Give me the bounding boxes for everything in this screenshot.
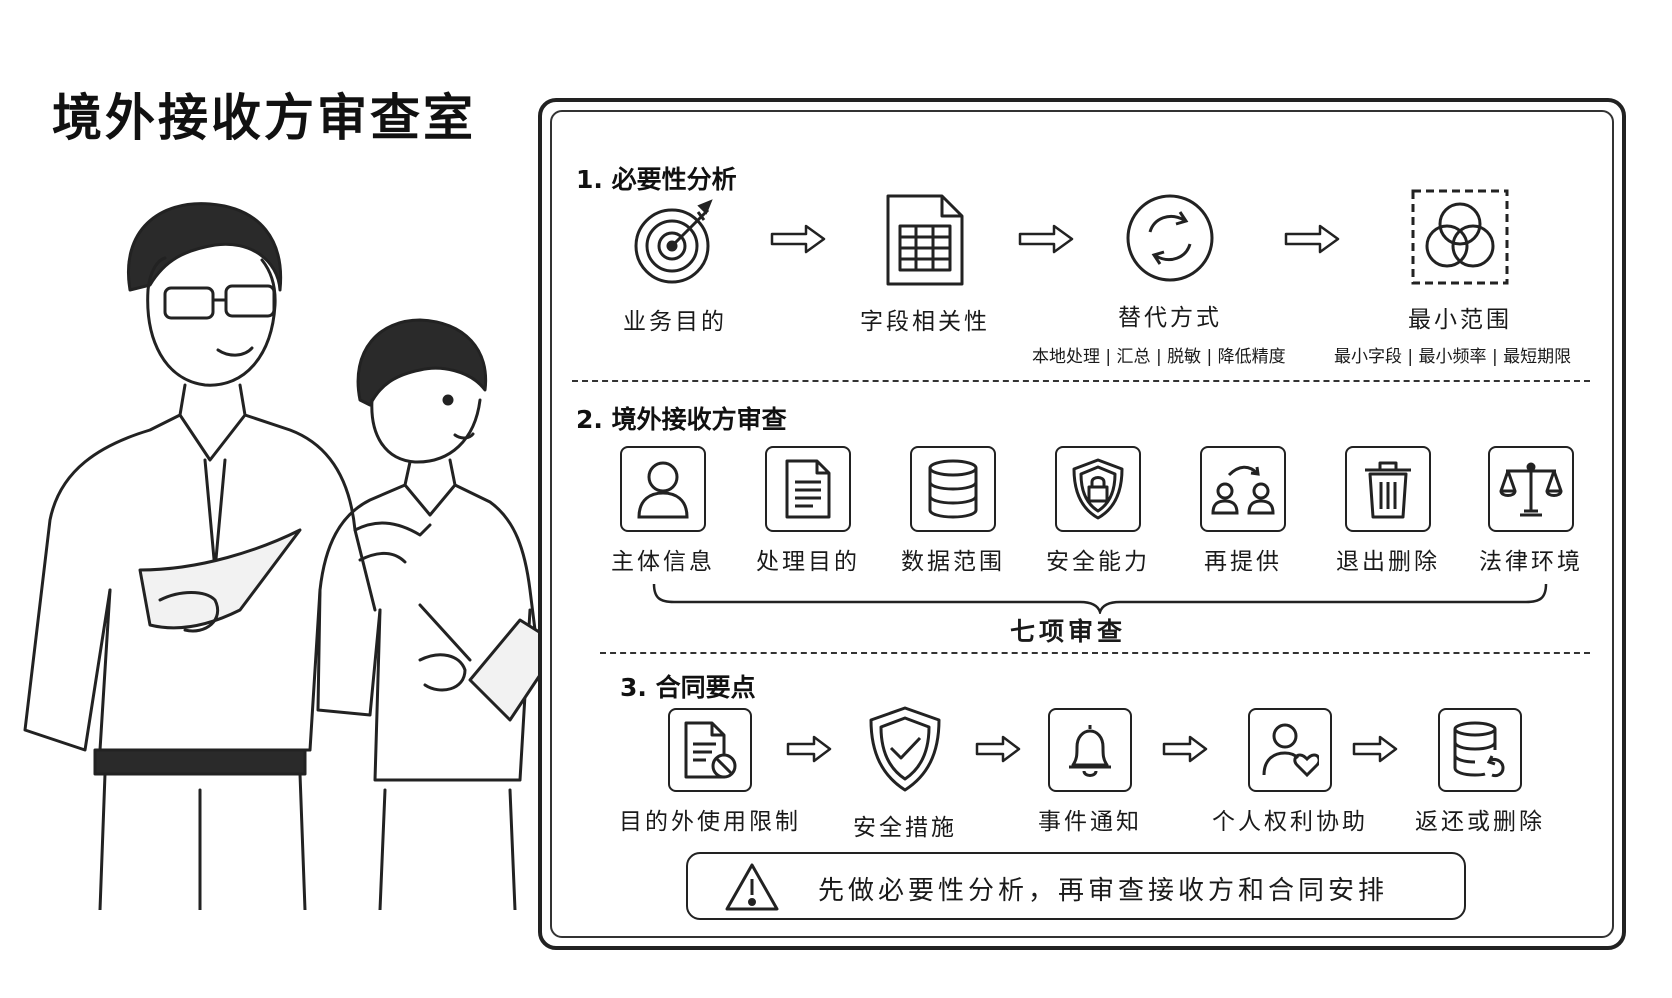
step-label: 目的外使用限制 [619, 809, 801, 835]
contract-item-tile [668, 708, 752, 792]
contract-return-or-delete: 返还或删除 [1405, 708, 1555, 836]
step-label: 退出删除 [1336, 549, 1440, 575]
review-item-tile [1345, 446, 1431, 532]
shield-check-icon [869, 706, 941, 792]
step-label: 主体信息 [611, 549, 715, 575]
cycle-icon [1126, 194, 1214, 282]
review-item-tile [620, 446, 706, 532]
adult-reviewer-figure [23, 202, 432, 910]
database-return-icon [1453, 721, 1505, 778]
review-item-tile [1200, 446, 1286, 532]
warning-icon [725, 863, 779, 911]
contract-incident-notification: 事件通知 [1025, 708, 1155, 836]
step-label: 替代方式 [1118, 305, 1222, 331]
flow-arrow [975, 735, 1021, 763]
step-label: 处理目的 [756, 549, 860, 575]
contract-purpose-restriction: 目的外使用限制 [615, 708, 805, 836]
review-item-tile [1488, 446, 1574, 532]
step-label: 返还或删除 [1415, 809, 1545, 835]
step-label: 再提供 [1204, 549, 1282, 575]
review-item-entity-info: 主体信息 [598, 446, 728, 576]
minimum-scope-note: 最小字段 | 最小频率 | 最短期限 [1334, 347, 1572, 367]
review-item-tile [765, 446, 851, 532]
contract-item-tile [1438, 708, 1522, 792]
shield-lock-icon [1072, 458, 1124, 520]
review-item-exit-deletion: 退出删除 [1323, 446, 1453, 576]
key-guidance-banner: 先做必要性分析，再审查接收方和合同安排 [686, 852, 1466, 920]
person-icon [637, 461, 689, 519]
flow-arrow [1284, 224, 1340, 254]
step-field-relevance: 字段相关性 [850, 192, 1000, 336]
database-icon [928, 459, 978, 519]
step-business-purpose: 业务目的 [605, 198, 745, 336]
step-label: 业务目的 [623, 309, 727, 335]
flow-arrow [1018, 224, 1074, 254]
document-icon [785, 459, 831, 519]
trash-icon [1365, 461, 1411, 519]
bell-icon [1069, 725, 1111, 777]
contract-item-tile [1248, 708, 1332, 792]
step-label: 法律环境 [1479, 549, 1583, 575]
contract-item-tile [1048, 708, 1132, 792]
step-label: 个人权利协助 [1212, 809, 1368, 835]
review-item-onward-transfer: 再提供 [1178, 446, 1308, 576]
review-item-tile [910, 446, 996, 532]
review-board-inner-frame [550, 110, 1614, 938]
seven-items-brace [652, 583, 1548, 614]
review-item-legal-environment: 法律环境 [1466, 446, 1596, 576]
spreadsheet-icon [886, 194, 964, 286]
review-item-data-scope: 数据范围 [888, 446, 1018, 576]
page-title: 境外接收方审查室 [52, 88, 476, 147]
seven-items-label: 七项审查 [1010, 617, 1127, 646]
person-heart-icon [1262, 723, 1319, 778]
step-alternatives: 替代方式 [1100, 192, 1240, 332]
step-label: 事件通知 [1038, 809, 1142, 835]
review-board-frame [538, 98, 1626, 950]
banner-text: 先做必要性分析，再审查接收方和合同安排 [818, 876, 1389, 906]
section1-title: 1. 必要性分析 [576, 165, 737, 194]
section3-title: 3. 合同要点 [620, 673, 756, 702]
contract-security-measures: 安全措施 [840, 704, 970, 842]
transfer-people-icon [1211, 465, 1275, 515]
step-label: 安全能力 [1046, 549, 1150, 575]
flow-arrow [1352, 735, 1398, 763]
contract-individual-rights: 个人权利协助 [1195, 708, 1385, 836]
scales-icon [1499, 462, 1563, 517]
flow-arrow [1162, 735, 1208, 763]
flow-arrow [770, 224, 826, 254]
restricted-document-icon [684, 721, 737, 779]
review-item-tile [1055, 446, 1141, 532]
step-minimum-scope: 最小范围 [1390, 188, 1530, 334]
section-divider [572, 380, 1590, 382]
step-label: 字段相关性 [860, 309, 990, 335]
venn-icon [1411, 189, 1509, 285]
alternatives-note: 本地处理 | 汇总 | 脱敏 | 降低精度 [1032, 347, 1286, 367]
step-label: 最小范围 [1408, 307, 1512, 333]
target-icon [634, 199, 713, 284]
flow-arrow [786, 735, 832, 763]
step-label: 数据范围 [901, 549, 1005, 575]
section-divider [600, 652, 1590, 654]
review-item-security-capability: 安全能力 [1033, 446, 1163, 576]
section2-title: 2. 境外接收方审查 [576, 405, 787, 434]
reviewers-illustration [23, 202, 562, 910]
step-label: 安全措施 [853, 815, 957, 841]
child-reviewer-figure [316, 318, 562, 910]
review-item-processing-purpose: 处理目的 [743, 446, 873, 576]
